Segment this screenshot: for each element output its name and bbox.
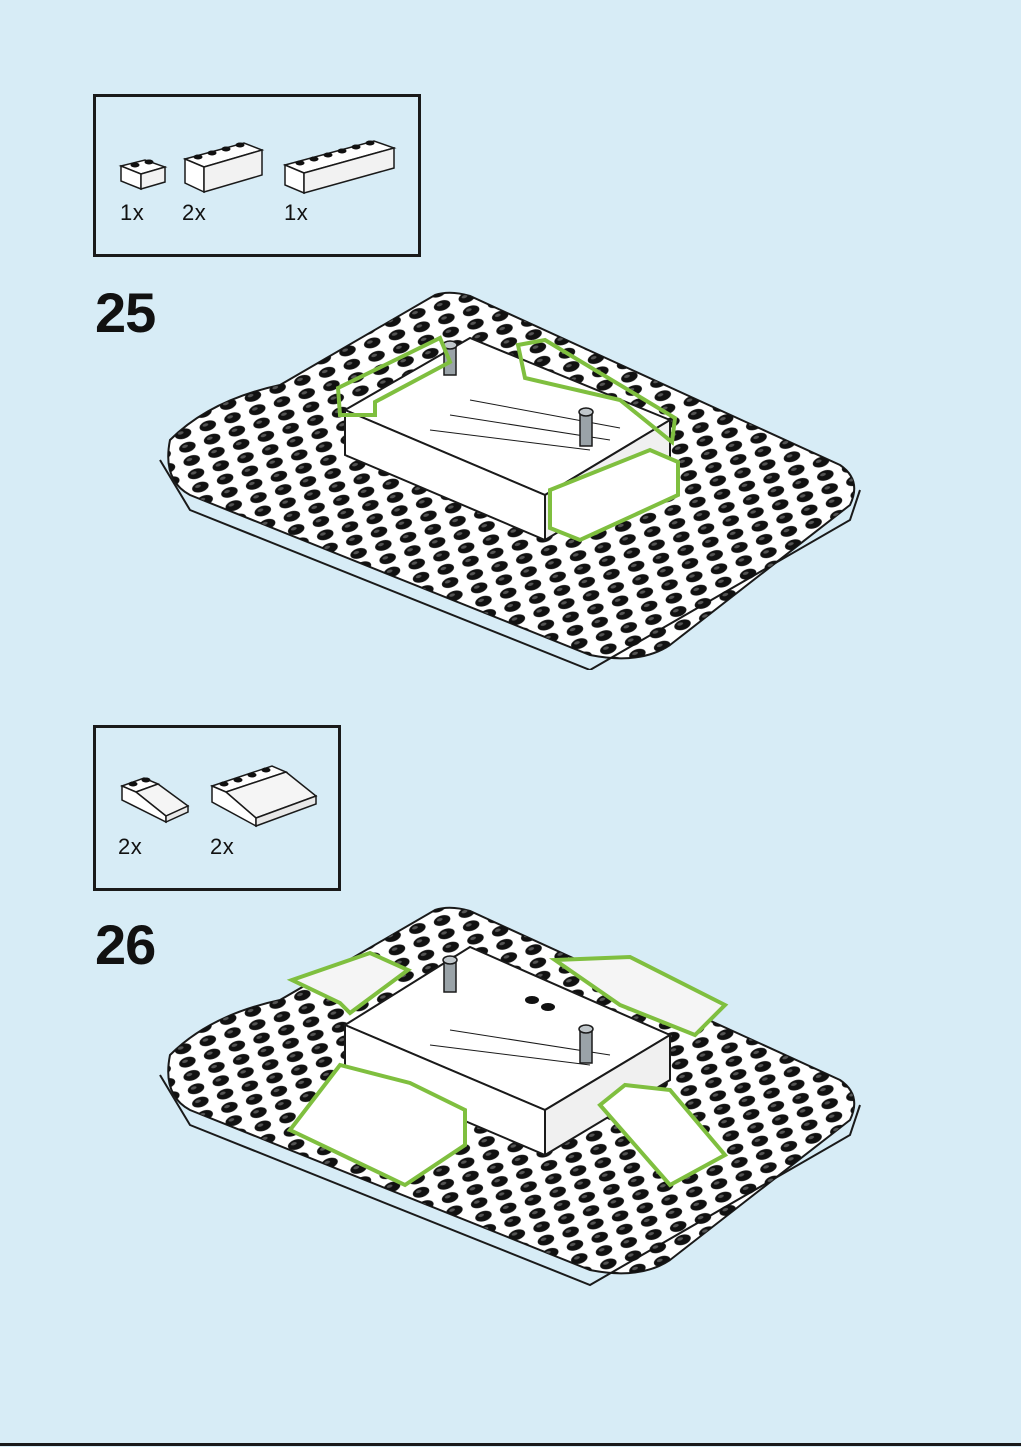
brick-1x4-icon bbox=[182, 137, 266, 195]
step-number: 25 bbox=[95, 280, 155, 345]
slope-2x4-icon bbox=[208, 750, 320, 830]
parts-callout-step-25: 1x 2x 1x bbox=[93, 94, 421, 257]
step-number: 26 bbox=[95, 912, 155, 977]
parts-callout-step-26: 2x 2x bbox=[93, 725, 341, 891]
part-qty: 2x bbox=[182, 200, 206, 226]
part-qty: 1x bbox=[120, 200, 144, 226]
slope-2x2-icon bbox=[118, 766, 190, 826]
model-step-26 bbox=[150, 905, 870, 1290]
brick-1x2-icon bbox=[118, 149, 168, 191]
page-bottom-rule bbox=[0, 1443, 1021, 1446]
part-qty: 1x bbox=[284, 200, 308, 226]
part-qty: 2x bbox=[118, 834, 142, 860]
brick-1x6-icon bbox=[282, 121, 398, 197]
part-qty: 2x bbox=[210, 834, 234, 860]
model-step-25 bbox=[150, 290, 870, 670]
